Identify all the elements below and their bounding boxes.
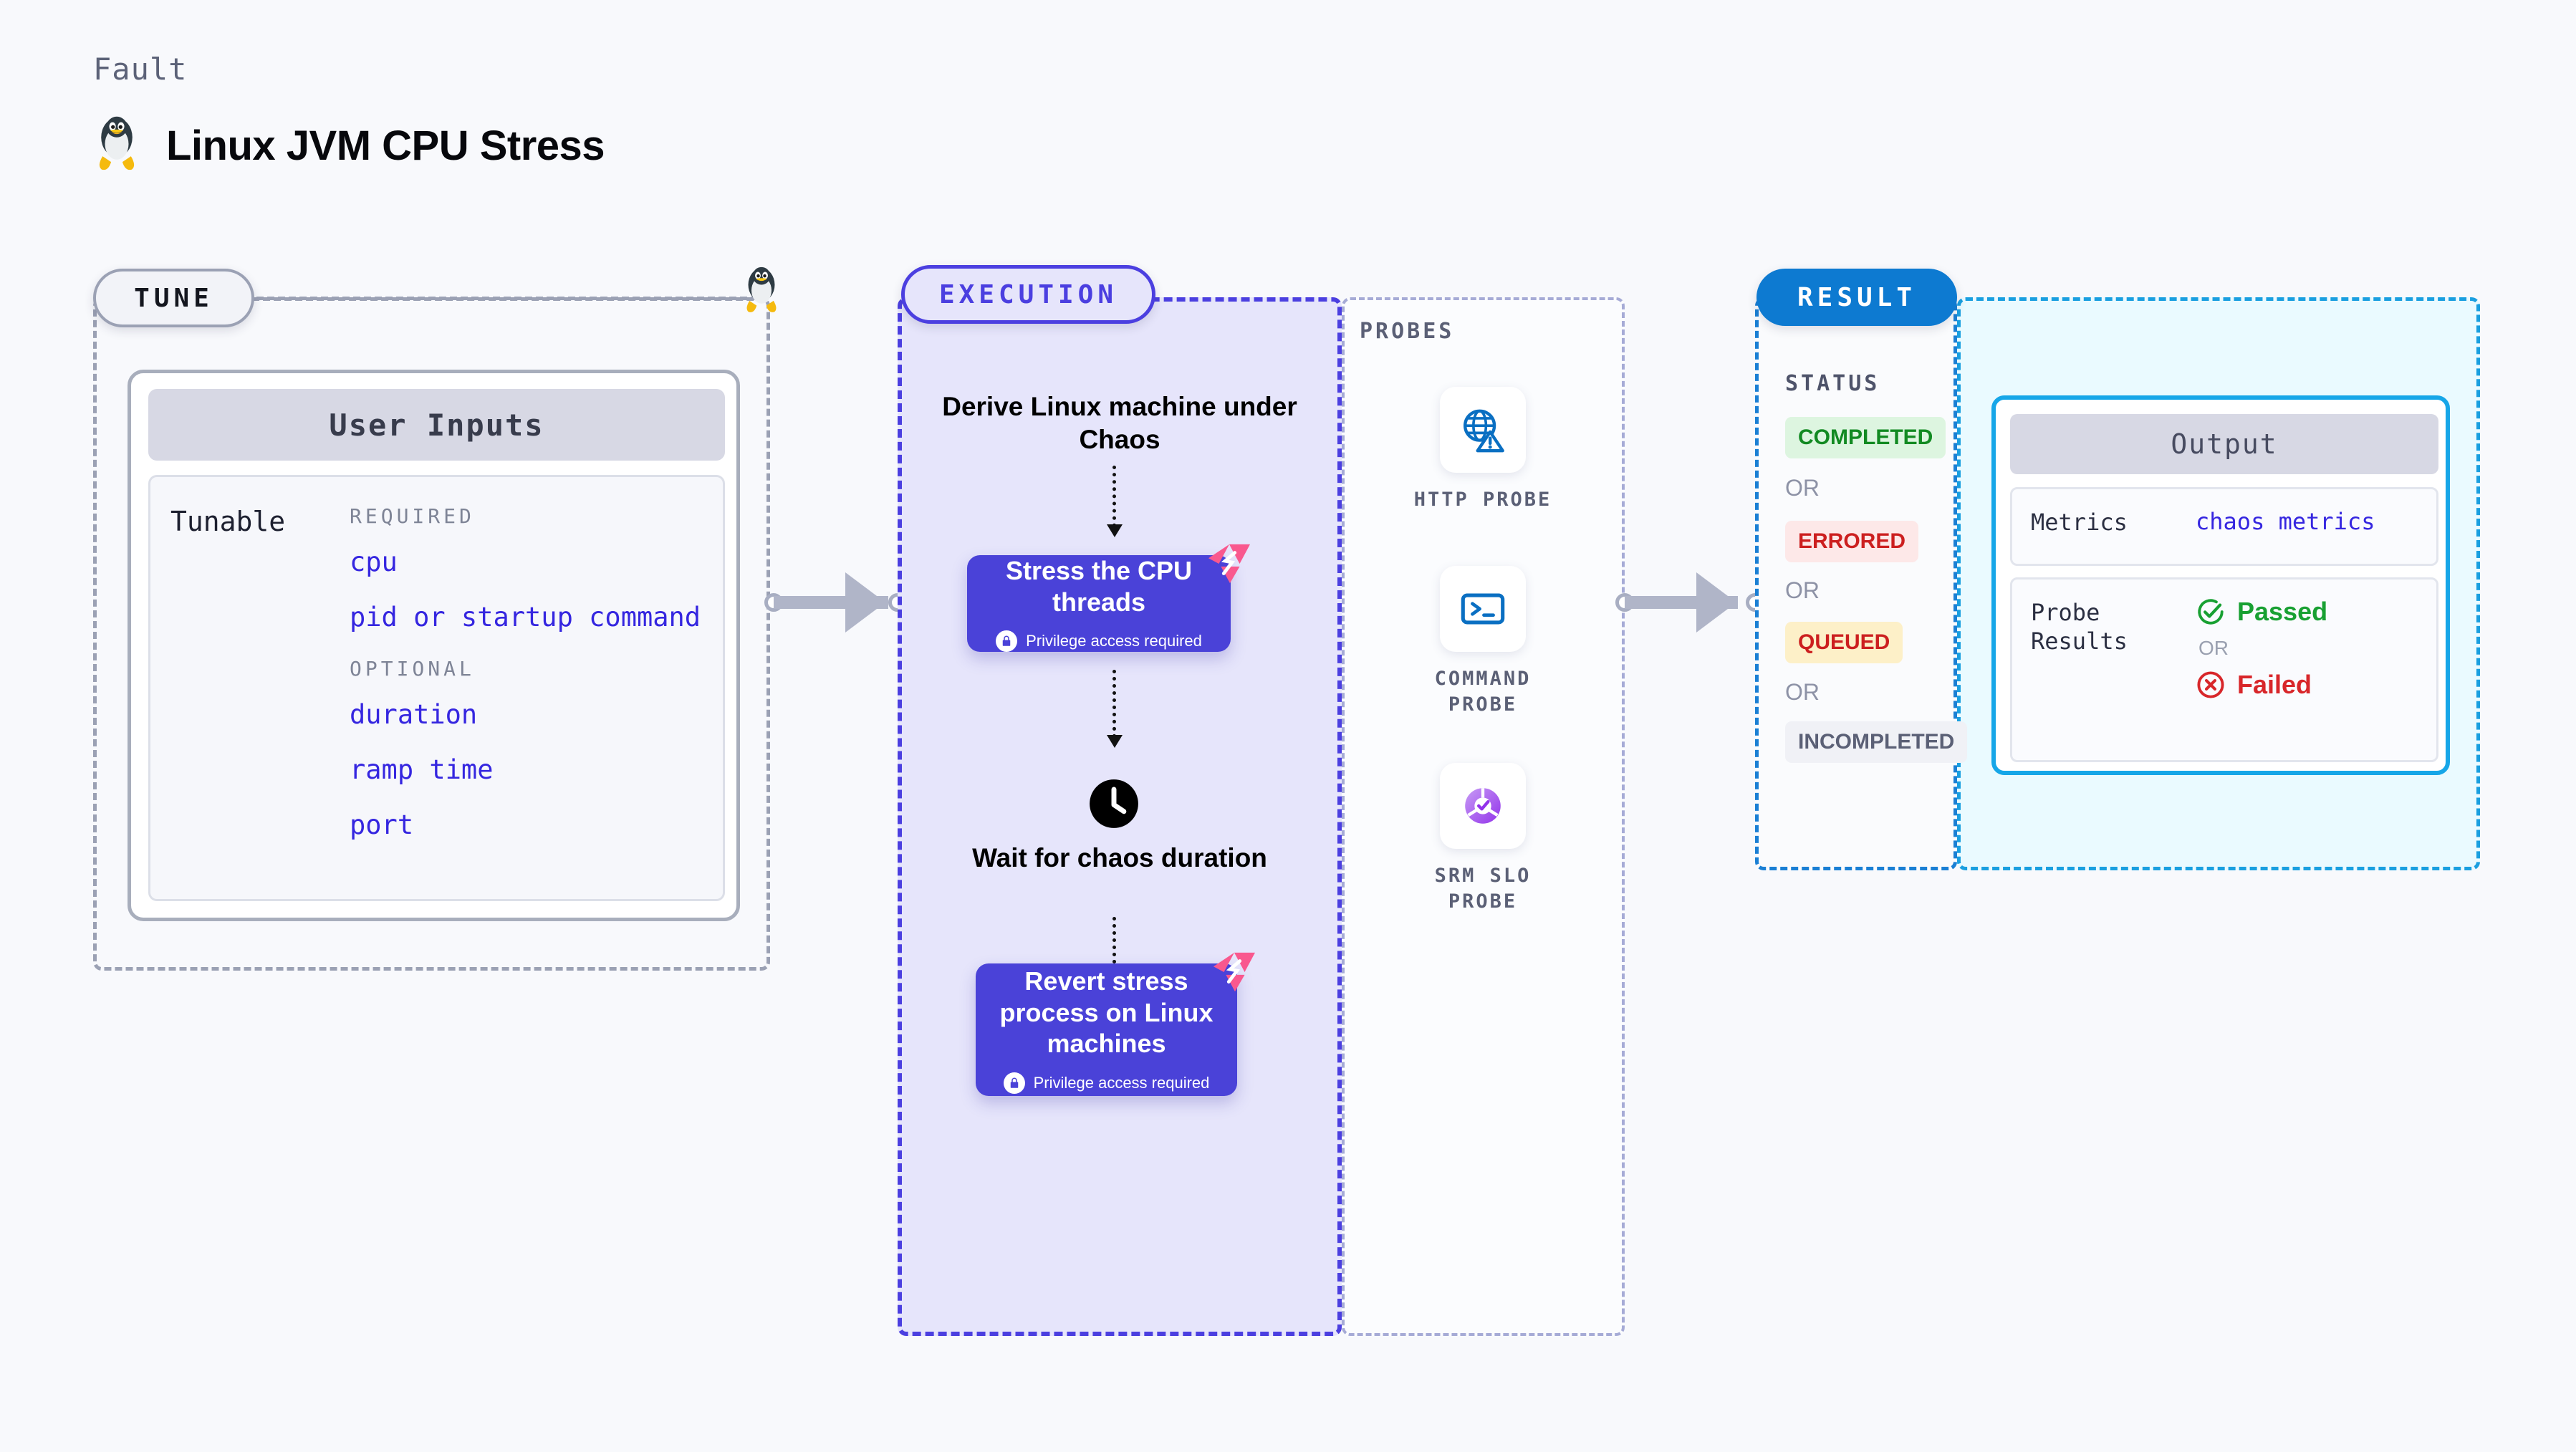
execution-step-wait-duration: Wait for chaos duration [972, 843, 1267, 872]
privilege-label: Privilege access required [1026, 632, 1202, 650]
probe-results-key: Probe Results [2031, 599, 2128, 655]
verdict-failed: Failed [2196, 670, 2327, 700]
action-title: Stress the CPU threads [1005, 555, 1193, 617]
group-label-required: REQUIRED [350, 504, 475, 528]
slo-donut-check-icon [1440, 763, 1526, 849]
status-or-2: OR [1785, 577, 1820, 603]
chaos-logo-icon [1213, 952, 1255, 992]
check-circle-icon [2198, 599, 2224, 625]
clock-icon [1090, 779, 1138, 828]
tunable-box: Tunable REQUIRED cpu pid or startup comm… [148, 475, 725, 901]
output-row-probe-results: Probe Results Passed OR Failed [2010, 577, 2438, 762]
execution-step-derive-machine: Derive Linux machine under Chaos [942, 392, 1297, 455]
execution-action-stress-cpu[interactable]: Stress the CPU threads Privilege access … [967, 555, 1231, 653]
status-or-3: OR [1785, 679, 1820, 705]
page-header: Linux JVM CPU Stress [93, 115, 605, 176]
status-panel [1755, 297, 1957, 870]
lock-icon [1003, 1072, 1025, 1095]
verdict-failed-label: Failed [2237, 670, 2312, 699]
status-or-1: OR [1785, 475, 1820, 501]
page-title: Linux JVM CPU Stress [166, 122, 605, 169]
output-header: Output [2010, 414, 2438, 474]
execution-action-revert-stress[interactable]: Revert stress process on Linux machines … [976, 963, 1237, 1096]
user-inputs-header: User Inputs [148, 389, 725, 461]
page-eyebrow: Fault [93, 52, 188, 87]
privilege-label: Privilege access required [1033, 1074, 1210, 1092]
verdict-passed-label: Passed [2237, 597, 2328, 626]
output-row-metrics: Metrics chaos metrics [2010, 487, 2438, 566]
group-label-optional: OPTIONAL [350, 657, 475, 681]
flow-arrow-2 [1107, 670, 1123, 748]
x-circle-icon [2197, 671, 2224, 698]
probe-item-command[interactable]: COMMAND PROBE [1404, 566, 1562, 718]
tune-pill[interactable]: TUNE [93, 269, 254, 327]
privilege-note: Privilege access required [1003, 1072, 1210, 1095]
result-pill[interactable]: RESULT [1756, 269, 1957, 326]
status-title: STATUS [1785, 371, 1880, 396]
tux-penguin-icon [99, 116, 135, 170]
connector-arrowhead [1696, 572, 1736, 633]
action-title: Revert stress process on Linux machines [999, 966, 1213, 1059]
status-badge-errored: ERRORED [1785, 521, 1919, 562]
execution-pill[interactable]: EXECUTION [901, 265, 1155, 324]
status-badge-queued: QUEUED [1785, 622, 1903, 663]
probe-label: SRM SLO PROBE [1434, 865, 1532, 913]
metrics-key: Metrics [2031, 509, 2128, 536]
privilege-note: Privilege access required [996, 630, 1202, 653]
param-port[interactable]: port [350, 809, 414, 840]
probe-verdicts: Passed OR Failed [2196, 580, 2327, 760]
verdict-passed: Passed [2196, 597, 2327, 627]
user-inputs-card: User Inputs Tunable REQUIRED cpu pid or … [128, 370, 740, 921]
verdict-or: OR [2198, 637, 2229, 659]
param-cpu[interactable]: cpu [350, 547, 398, 577]
globe-warning-icon [1440, 387, 1526, 473]
param-duration[interactable]: duration [350, 699, 478, 730]
probe-item-srm-slo[interactable]: SRM SLO PROBE [1404, 763, 1562, 915]
tunable-label: Tunable [170, 506, 286, 537]
status-badge-completed: COMPLETED [1785, 417, 1946, 458]
terminal-icon [1440, 566, 1526, 652]
metrics-value[interactable]: chaos metrics [2196, 508, 2375, 535]
lock-icon [996, 630, 1018, 653]
flow-arrow-1 [1107, 466, 1123, 537]
probe-label: HTTP PROBE [1413, 489, 1552, 511]
tux-penguin-icon [746, 266, 777, 312]
param-pid-or-startup-command[interactable]: pid or startup command [350, 602, 701, 633]
tune-connector-line [256, 297, 758, 300]
tunable-list: REQUIRED cpu pid or startup command OPTI… [350, 477, 701, 899]
probe-item-http[interactable]: HTTP PROBE [1404, 387, 1562, 513]
probes-title: PROBES [1360, 319, 1455, 344]
probe-label: COMMAND PROBE [1434, 668, 1532, 716]
chaos-logo-icon [1208, 544, 1250, 584]
output-card: Output Metrics chaos metrics Probe Resul… [1991, 395, 2450, 775]
connector-arrowhead [845, 572, 885, 633]
status-badge-incompleted: INCOMPLETED [1785, 721, 1968, 763]
param-ramp-time[interactable]: ramp time [350, 754, 494, 785]
